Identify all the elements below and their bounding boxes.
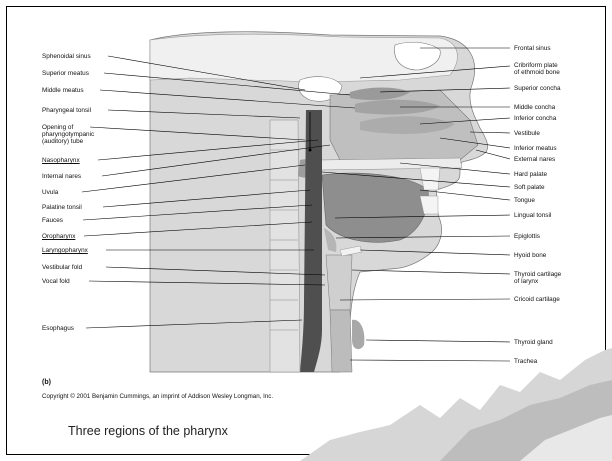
larynx [326,255,352,310]
tongue [322,173,428,242]
label-pharyngotympanic: pharyngotympanic [42,131,94,138]
label-cricoid-cartilage: Cricoid cartilage [514,296,560,303]
label-external-nares: External nares [514,156,555,163]
label-hard-palate: Hard palate [514,171,547,178]
label-thyroid-cartilage: Thyroid cartilage [514,271,561,278]
label-inferior-meatus: Inferior meatus [514,145,557,152]
label-frontal-sinus: Frontal sinus [514,45,551,52]
marker-dot [309,149,312,152]
thyroid-gland [352,320,364,349]
label-pharyngeal-tonsil: Pharyngeal tonsil [42,107,91,114]
label-superior-concha: Superior concha [514,85,561,92]
label-inferior-concha: Inferior concha [514,115,556,122]
label-trachea: Trachea [514,358,537,365]
label-opening-of: Opening of [42,124,73,131]
label-uvula: Uvula [42,189,58,196]
label-internal-nares: Internal nares [42,173,81,180]
label-middle-concha: Middle concha [514,104,555,111]
label-vestibular-fold: Vestibular fold [42,264,82,271]
label-thyroid-gland: Thyroid gland [514,339,553,346]
label-cribriform-plate: Cribriform plate [514,62,558,69]
label-oropharynx: Oropharynx [42,233,75,240]
label-of-ethmoid-bone: of ethmoid bone [514,69,560,76]
label-tongue: Tongue [514,197,535,204]
label-superior-meatus: Superior meatus [42,70,89,77]
label-fauces: Fauces [42,217,63,224]
slide-caption: Three regions of the pharynx [68,424,228,438]
copyright-notice: Copyright © 2001 Benjamin Cummings, an i… [42,393,273,400]
label-soft-palate: Soft palate [514,184,545,191]
label-vestibule: Vestibule [514,130,540,137]
label-laryngopharynx: Laryngopharynx [42,247,88,254]
label-esophagus: Esophagus [42,325,74,332]
label-nasopharynx: Nasopharynx [42,157,80,164]
label-vocal-fold: Vocal fold [42,278,70,285]
hard-palate [320,158,462,170]
label-lingual-tonsil: Lingual tonsil [514,212,551,219]
label-sphenoidal-sinus: Sphenoidal sinus [42,53,91,60]
label-hyoid-bone: Hyoid bone [514,252,546,259]
label-epiglottis: Epiglottis [514,233,540,240]
panel-letter: (b) [42,379,51,386]
label-palatine-tonsil: Palatine tonsil [42,204,82,211]
trachea [330,310,352,372]
label-middle-meatus: Middle meatus [42,87,84,94]
label-auditory-tube: (auditory) tube [42,138,83,145]
label-of-larynx: of larynx [514,278,538,285]
vertebral-column [270,120,300,372]
